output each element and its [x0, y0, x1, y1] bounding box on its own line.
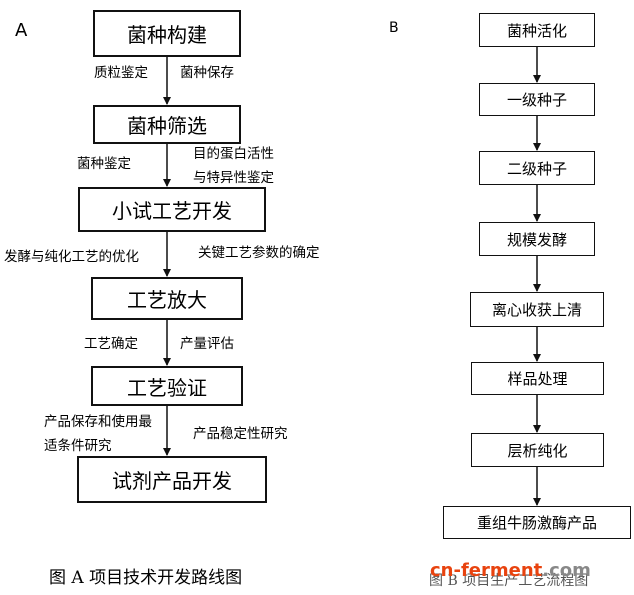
flow-b-step-6: 样品处理 [471, 362, 604, 395]
flow-b-step-1: 菌种活化 [479, 13, 595, 47]
edge-a2-right-label-1: 目的蛋白活性 [193, 146, 274, 162]
flow-a-step-2: 菌种筛选 [93, 105, 241, 144]
edge-a5-left-label-1: 产品保存和使用最 [44, 414, 152, 430]
flow-b-step-2: 一级种子 [479, 83, 595, 116]
watermark-part-2: .com [542, 560, 591, 581]
flow-a-step-4: 工艺放大 [91, 277, 243, 320]
caption-b: 图 B 项目生产工艺流程图 [429, 573, 589, 589]
flow-a-step-3: 小试工艺开发 [78, 187, 266, 232]
panel-b-label: B [389, 20, 399, 36]
edge-a1-right-label: 菌种保存 [180, 65, 234, 81]
flow-a-step-6: 试剂产品开发 [77, 456, 267, 503]
edge-a1-left-label: 质粒鉴定 [94, 65, 148, 81]
panel-a-label: A [15, 20, 28, 41]
edge-a4-right-label: 产量评估 [180, 336, 234, 352]
edge-a4-left-label: 工艺确定 [84, 336, 138, 352]
watermark-part-1: cn-ferment [430, 560, 543, 581]
flow-b-step-4: 规模发酵 [479, 222, 595, 256]
flow-b-step-3: 二级种子 [479, 151, 595, 185]
flow-b-step-7: 层析纯化 [471, 433, 604, 467]
flow-b-step-8: 重组牛肠激酶产品 [443, 506, 631, 539]
caption-a: 图 A 项目技术开发路线图 [49, 568, 243, 588]
edge-a3-right-label: 关键工艺参数的确定 [198, 245, 320, 261]
flow-a-step-1: 菌种构建 [93, 10, 241, 57]
edge-a5-right-label: 产品稳定性研究 [193, 426, 288, 442]
edge-a2-left-label: 菌种鉴定 [77, 156, 131, 172]
flow-b-step-5: 离心收获上清 [470, 292, 604, 327]
watermark-logo: cn-ferment.com [430, 560, 591, 581]
flow-a-step-5: 工艺验证 [91, 366, 243, 406]
edge-a2-right-label-2: 与特异性鉴定 [193, 170, 274, 186]
edge-a3-left-label: 发酵与纯化工艺的优化 [4, 249, 139, 265]
edge-a5-left-label-2: 适条件研究 [44, 438, 112, 454]
